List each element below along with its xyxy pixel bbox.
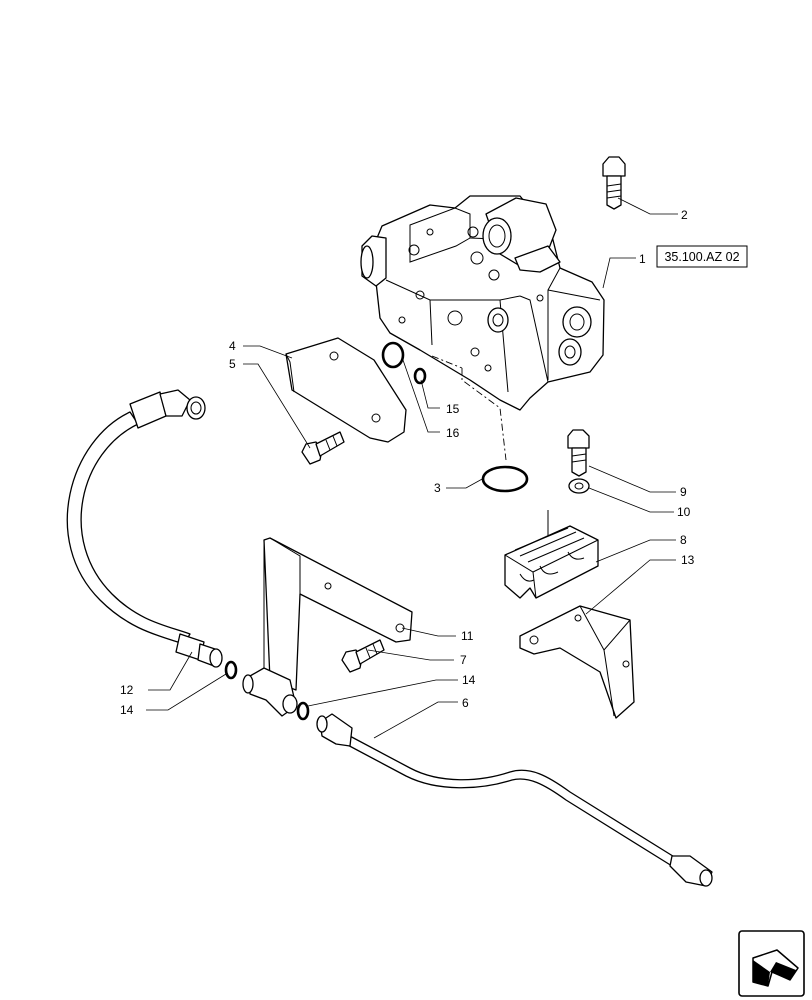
bracket-part-13[interactable]: [519, 605, 635, 719]
callout-labels: 1 2 3 4 5 6 7 8 9 10 11 12 13 14 14 15 1…: [120, 208, 695, 717]
callout-15[interactable]: 15: [446, 402, 460, 416]
leader-lines: [146, 197, 678, 739]
tube-part-6[interactable]: [316, 713, 713, 887]
o-ring-part-14-right[interactable]: [296, 701, 310, 721]
bolt-part-5[interactable]: [301, 431, 345, 465]
callout-13[interactable]: 13: [681, 553, 695, 567]
callout-4[interactable]: 4: [229, 339, 236, 353]
callout-8[interactable]: 8: [680, 533, 687, 547]
callout-9[interactable]: 9: [680, 485, 687, 499]
callout-1[interactable]: 1: [639, 252, 646, 266]
o-ring-part-15[interactable]: [413, 367, 427, 385]
reference-label: 35.100.AZ 02: [664, 250, 739, 264]
control-valve-block[interactable]: [360, 195, 605, 411]
callout-11[interactable]: 11: [461, 629, 474, 643]
bolt-part-9[interactable]: [567, 429, 590, 477]
washer-part-10[interactable]: [568, 478, 590, 494]
bolt-part-2[interactable]: [602, 156, 626, 210]
callout-6[interactable]: 6: [462, 696, 469, 710]
elbow-adapter[interactable]: [242, 667, 298, 717]
bolt-part-7[interactable]: [341, 639, 385, 673]
callout-14b[interactable]: 14: [120, 703, 134, 717]
hose-part-12[interactable]: [66, 389, 223, 668]
o-ring-part-16[interactable]: [381, 341, 405, 369]
cover-plate-part-4[interactable]: [285, 337, 407, 443]
callout-10[interactable]: 10: [677, 505, 691, 519]
assembly-line-oring: [431, 355, 463, 369]
callout-2[interactable]: 2: [681, 208, 688, 222]
callout-16[interactable]: 16: [446, 426, 460, 440]
seal-ring-part-3[interactable]: [481, 465, 529, 493]
callout-3[interactable]: 3: [434, 481, 441, 495]
callout-7[interactable]: 7: [460, 653, 467, 667]
assembly-line-ring: [461, 368, 507, 461]
clamp-block-part-8[interactable]: [504, 510, 599, 599]
callout-5[interactable]: 5: [229, 357, 236, 371]
o-ring-part-14-left[interactable]: [224, 660, 238, 680]
callout-14a[interactable]: 14: [462, 673, 476, 687]
callout-12[interactable]: 12: [120, 683, 134, 697]
arrow-icon[interactable]: [738, 930, 805, 997]
reference-box[interactable]: 35.100.AZ 02: [656, 245, 748, 268]
l-bracket-part-11[interactable]: [263, 537, 413, 691]
